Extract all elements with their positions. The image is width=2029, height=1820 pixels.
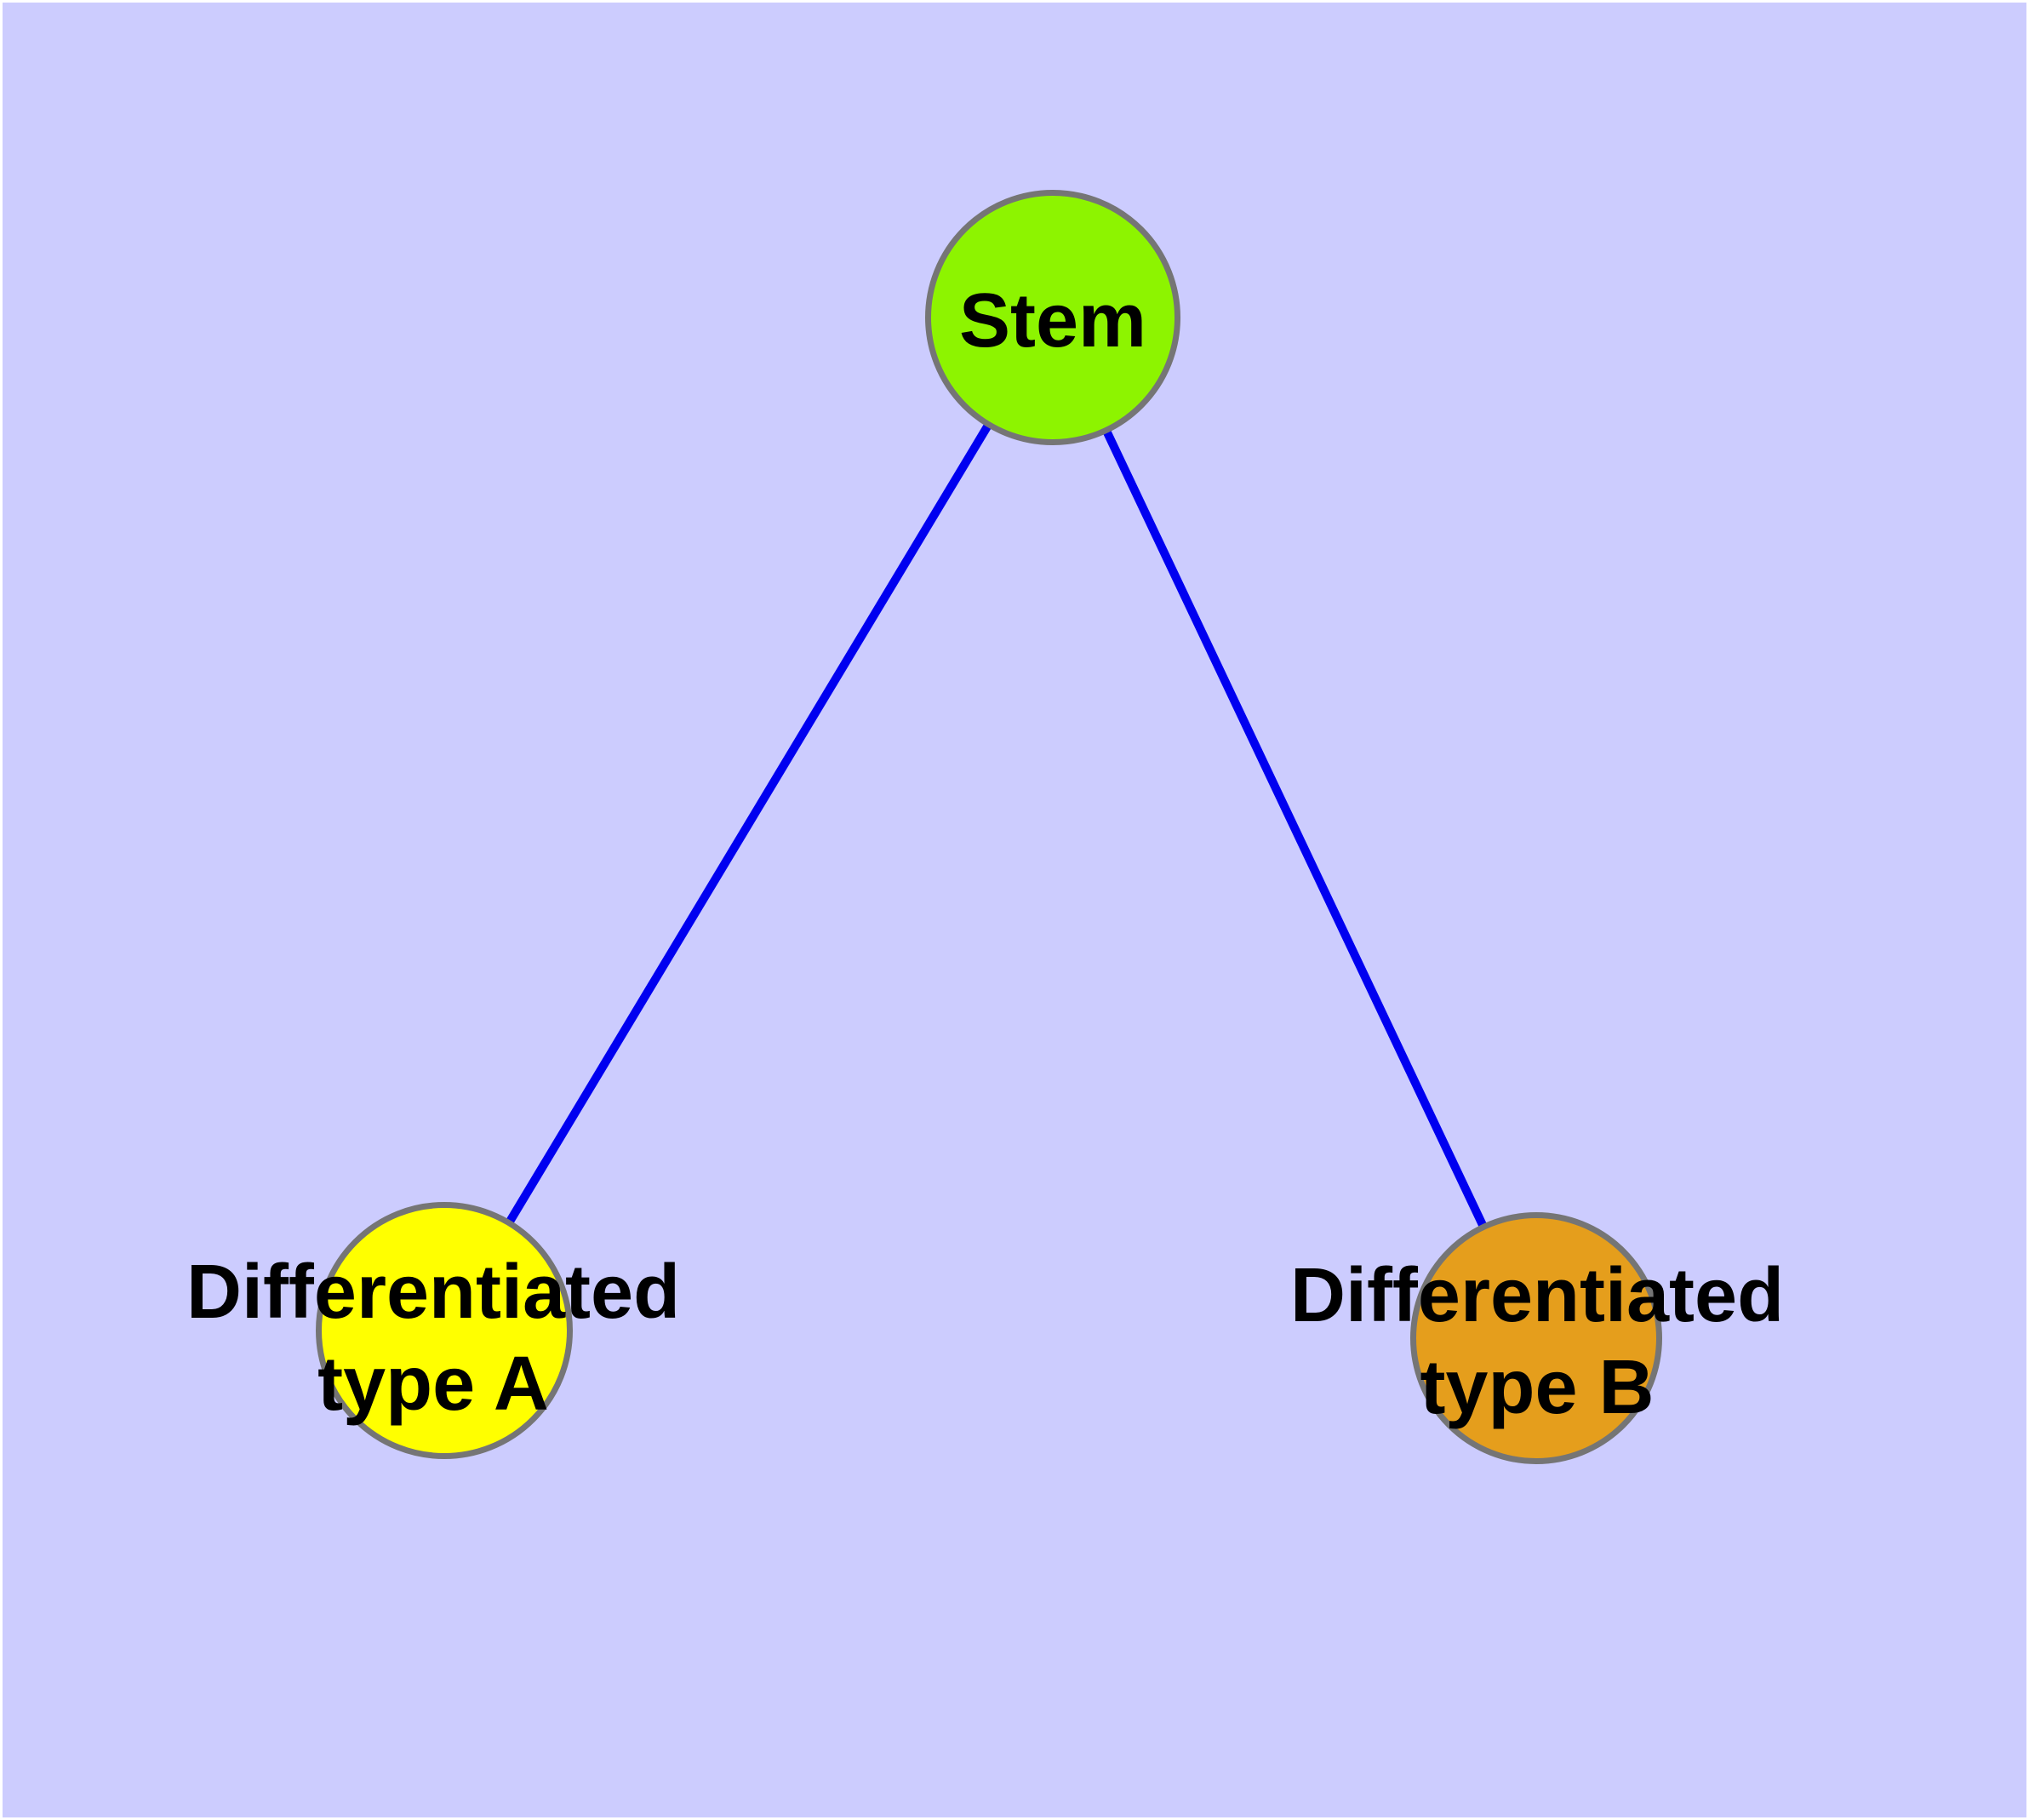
node-stem[interactable] [925,190,1180,445]
node-differentiated-type-b[interactable] [1410,1212,1662,1464]
node-differentiated-type-a[interactable] [316,1202,573,1459]
edge-stem-to-differentiated-type-b [1049,315,1540,1341]
edge-stem-to-differentiated-type-a [440,315,1057,1333]
